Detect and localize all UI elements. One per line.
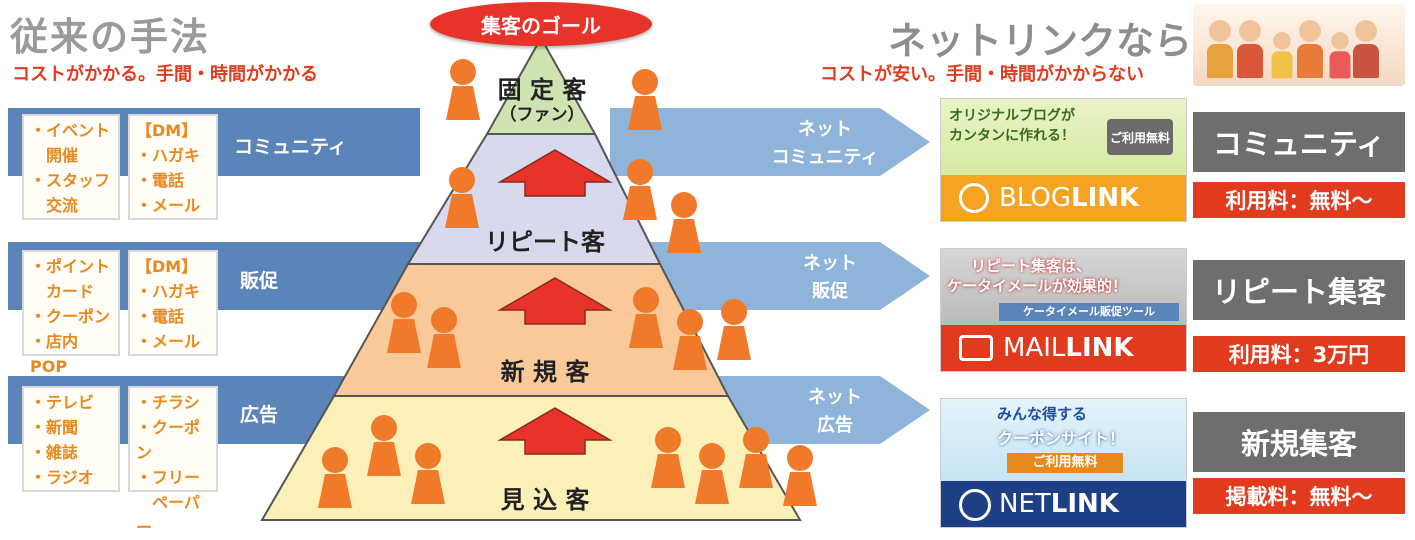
list-item: 【DM】: [136, 257, 198, 276]
maillink-banner[interactable]: リピート集客は、 ケータイメールが効果的！ ケータイメール販促ツール MAILL…: [940, 248, 1187, 372]
banner-text: オリジナルブログが: [949, 108, 1075, 124]
list-item: ・店内POP: [30, 332, 79, 376]
list-item: ・スタッフ: [30, 171, 111, 190]
logo-part: BLOG: [999, 183, 1072, 213]
mail-logo-icon: [959, 335, 993, 361]
list-item: ・イベント: [30, 121, 111, 140]
list-item: ペーパー: [136, 493, 200, 537]
list-item: ・メール: [136, 196, 201, 215]
goal-badge: 集客のゴール: [430, 2, 652, 46]
tool-badge: ケータイメール販促ツール: [999, 303, 1179, 321]
banner-text: みんな得する: [997, 405, 1088, 423]
traditional-box-promo-1: ・ポイント カード ・クーポン ・店内POP: [22, 250, 120, 376]
right-heading: ネットリンクなら: [888, 19, 1193, 63]
list-item: ・電話: [136, 307, 185, 326]
traditional-box-community-2: 【DM】 ・ハガキ ・電話 ・メール: [128, 114, 218, 220]
net-label-community: ネット コミュニティ: [760, 116, 890, 172]
net-label-line: ネット: [808, 387, 862, 408]
up-arrow-icon: [497, 149, 613, 197]
list-item: ・ポイント: [30, 257, 111, 276]
banner-text: クーポンサイト！: [997, 429, 1126, 448]
traditional-box-promo-2: 【DM】 ・ハガキ ・電話 ・メール: [128, 250, 218, 356]
bloglink-logo: BLOGLINK: [999, 183, 1139, 213]
traditional-box-ad-1: ・テレビ ・新聞 ・雑誌 ・ラジオ: [22, 386, 120, 492]
person-icons: [318, 59, 817, 508]
net-label-promo: ネット 販促: [780, 250, 880, 306]
band-label-community: コミュニティ: [234, 136, 347, 158]
list-item: 【DM】: [136, 121, 198, 140]
band-label-promo: 販促: [240, 270, 279, 292]
right-subheading: コストが安い。手間・時間がかからない: [820, 64, 1144, 85]
pyramid-label-repeat: リピート客: [485, 228, 605, 256]
up-arrow-icon: [497, 277, 613, 325]
list-item: ・クーポン: [30, 307, 111, 326]
banner-text: リピート集客は、: [971, 257, 1092, 275]
maillink-logo: MAILLINK: [1003, 333, 1134, 363]
service-price-new: 掲載料：無料～: [1193, 478, 1405, 514]
list-item: ・チラシ: [136, 393, 200, 412]
list-item: ・雑誌: [30, 443, 79, 462]
pyramid-label-top: 固 定 客: [497, 76, 587, 104]
traditional-box-community-1: ・イベント 開催 ・スタッフ 交流: [22, 114, 120, 220]
logo-part: LINK: [1071, 183, 1140, 213]
blog-logo-icon: [959, 183, 989, 213]
list-item: ・フリー: [136, 468, 201, 487]
list-item: ・電話: [136, 171, 185, 190]
service-title-new: 新規集客: [1193, 412, 1405, 472]
list-item: ・新聞: [30, 418, 79, 437]
service-title-community: コミュニティ: [1193, 112, 1405, 172]
band-promo-right: [640, 242, 930, 310]
list-item: 開催: [30, 146, 79, 165]
logo-part: NET: [999, 489, 1051, 519]
service-price-community: 利用料：無料～: [1193, 182, 1405, 218]
list-item: ・メール: [136, 332, 201, 351]
service-title-repeat: リピート集客: [1193, 260, 1405, 320]
net-label-line: ネット: [798, 119, 852, 140]
up-arrow-icon: [497, 407, 613, 455]
service-price-repeat: 利用料：3万円: [1193, 336, 1405, 372]
family-photo: [1193, 4, 1405, 86]
netlink-banner[interactable]: みんな得する クーポンサイト！ ご利用無料 NETLINK: [940, 398, 1187, 528]
banner-text: ケータイメールが効果的！: [947, 277, 1128, 295]
band-community-right: [610, 108, 930, 176]
net-label-line: 広告: [817, 415, 853, 436]
left-heading: 従来の手法: [10, 15, 211, 59]
net-label-line: ネット: [803, 253, 857, 274]
net-label-ad: ネット 広告: [790, 384, 880, 440]
traditional-box-ad-2: ・チラシ ・クーポン ・フリー ペーパー: [128, 386, 218, 537]
logo-part: LINK: [1050, 489, 1119, 519]
net-label-line: 販促: [812, 281, 848, 302]
pyramid-label-top-sub: （ファン）: [499, 105, 585, 125]
list-item: ・ラジオ: [30, 468, 94, 487]
pyramid-label-prospect: 見 込 客: [500, 486, 590, 514]
list-item: ・クーポン: [136, 418, 201, 462]
banner-text: カンタンに作れる！: [949, 128, 1075, 144]
free-badge: ご利用無料: [1107, 119, 1173, 155]
list-item: ・ハガキ: [136, 146, 201, 165]
net-logo-icon: [959, 489, 991, 521]
list-item: ・テレビ: [30, 393, 95, 412]
list-item: カード: [30, 282, 95, 301]
net-label-line: コミュニティ: [771, 147, 879, 168]
netlink-logo: NETLINK: [999, 489, 1119, 519]
list-item: 交流: [30, 196, 79, 215]
band-label-ad: 広告: [240, 404, 279, 426]
logo-part: MAIL: [1003, 333, 1066, 363]
pyramid-label-new: 新 規 客: [500, 358, 590, 386]
logo-part: LINK: [1065, 333, 1134, 363]
bloglink-banner[interactable]: オリジナルブログが カンタンに作れる！ ご利用無料 BLOGLINK: [940, 98, 1187, 222]
left-subheading: コストがかかる。手間・時間がかかる: [12, 64, 318, 85]
free-badge: ご利用無料: [1007, 453, 1123, 473]
list-item: ・ハガキ: [136, 282, 201, 301]
